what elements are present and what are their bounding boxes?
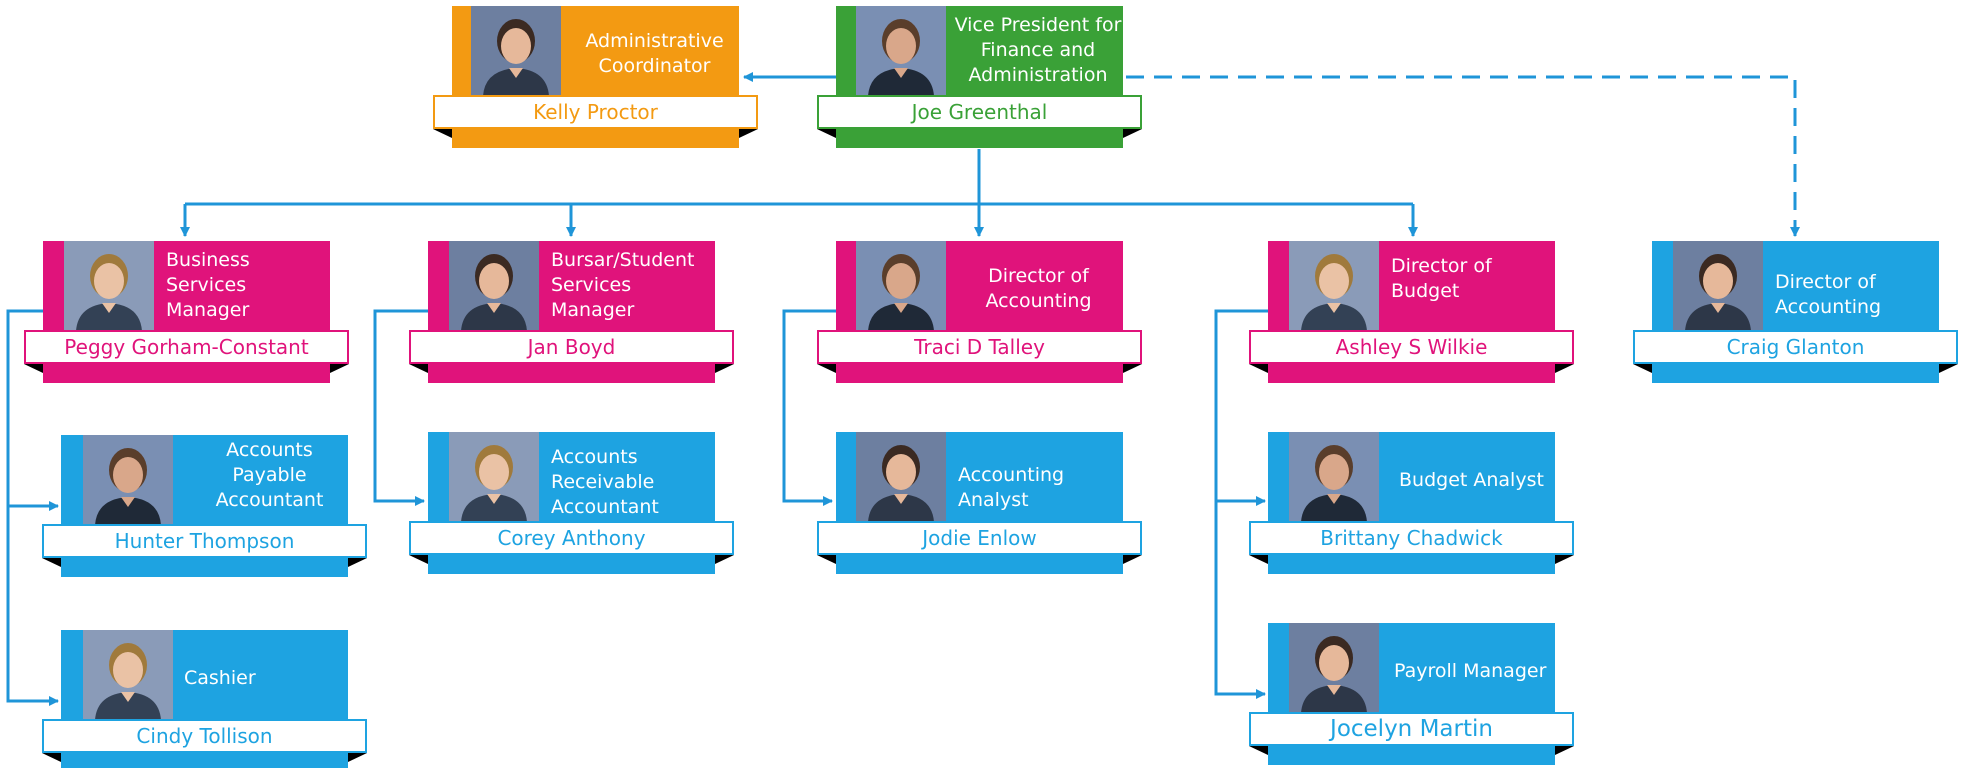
person-name: Peggy Gorham-Constant [24, 330, 349, 364]
portrait-photo [83, 630, 173, 720]
person-name: Jocelyn Martin [1249, 712, 1574, 746]
person-name: Joe Greenthal [817, 95, 1142, 129]
portrait-photo [471, 6, 561, 96]
person-name: Cindy Tollison [42, 719, 367, 753]
portrait-photo [449, 241, 539, 331]
connector-traci-to-jodie [782, 309, 836, 506]
connector-jan-to-corey [373, 309, 428, 506]
person-name: Brittany Chadwick [1249, 521, 1574, 555]
portrait-photo [1289, 623, 1379, 713]
portrait-photo [856, 432, 946, 522]
portrait-photo [449, 432, 539, 522]
job-title: Cashier [184, 666, 256, 689]
person-name: Kelly Proctor [433, 95, 758, 129]
person-name: Traci D Talley [817, 330, 1142, 364]
card-brittany-chadwick[interactable]: Budget Analyst Brittany Chadwick [1249, 432, 1574, 574]
portrait-photo [83, 435, 173, 525]
person-name: Jan Boyd [409, 330, 734, 364]
connector-ashley-to-jocelyn [1214, 501, 1266, 699]
person-name: Jodie Enlow [817, 521, 1142, 555]
card-jocelyn-martin[interactable]: Payroll Manager Jocelyn Martin [1249, 623, 1574, 765]
portrait-photo [856, 241, 946, 331]
portrait-photo [856, 6, 946, 96]
job-title: Budget Analyst [1399, 468, 1544, 491]
connector-peggy-to-hunter [6, 309, 59, 511]
connector-peggy-to-cindy [6, 506, 59, 706]
portrait-photo [1673, 241, 1763, 331]
person-name: Hunter Thompson [42, 524, 367, 558]
person-name: Corey Anthony [409, 521, 734, 555]
connector-ashley-to-brittany [1214, 309, 1269, 506]
person-name: Ashley S Wilkie [1249, 330, 1574, 364]
card-cindy-tollison[interactable]: Cashier Cindy Tollison [42, 630, 367, 768]
portrait-photo [1289, 241, 1379, 331]
connector-joe-to-craig [1126, 75, 1800, 237]
portrait-photo [64, 241, 154, 331]
job-title: Payroll Manager [1394, 659, 1547, 682]
person-name: Craig Glanton [1633, 330, 1958, 364]
portrait-photo [1289, 432, 1379, 522]
